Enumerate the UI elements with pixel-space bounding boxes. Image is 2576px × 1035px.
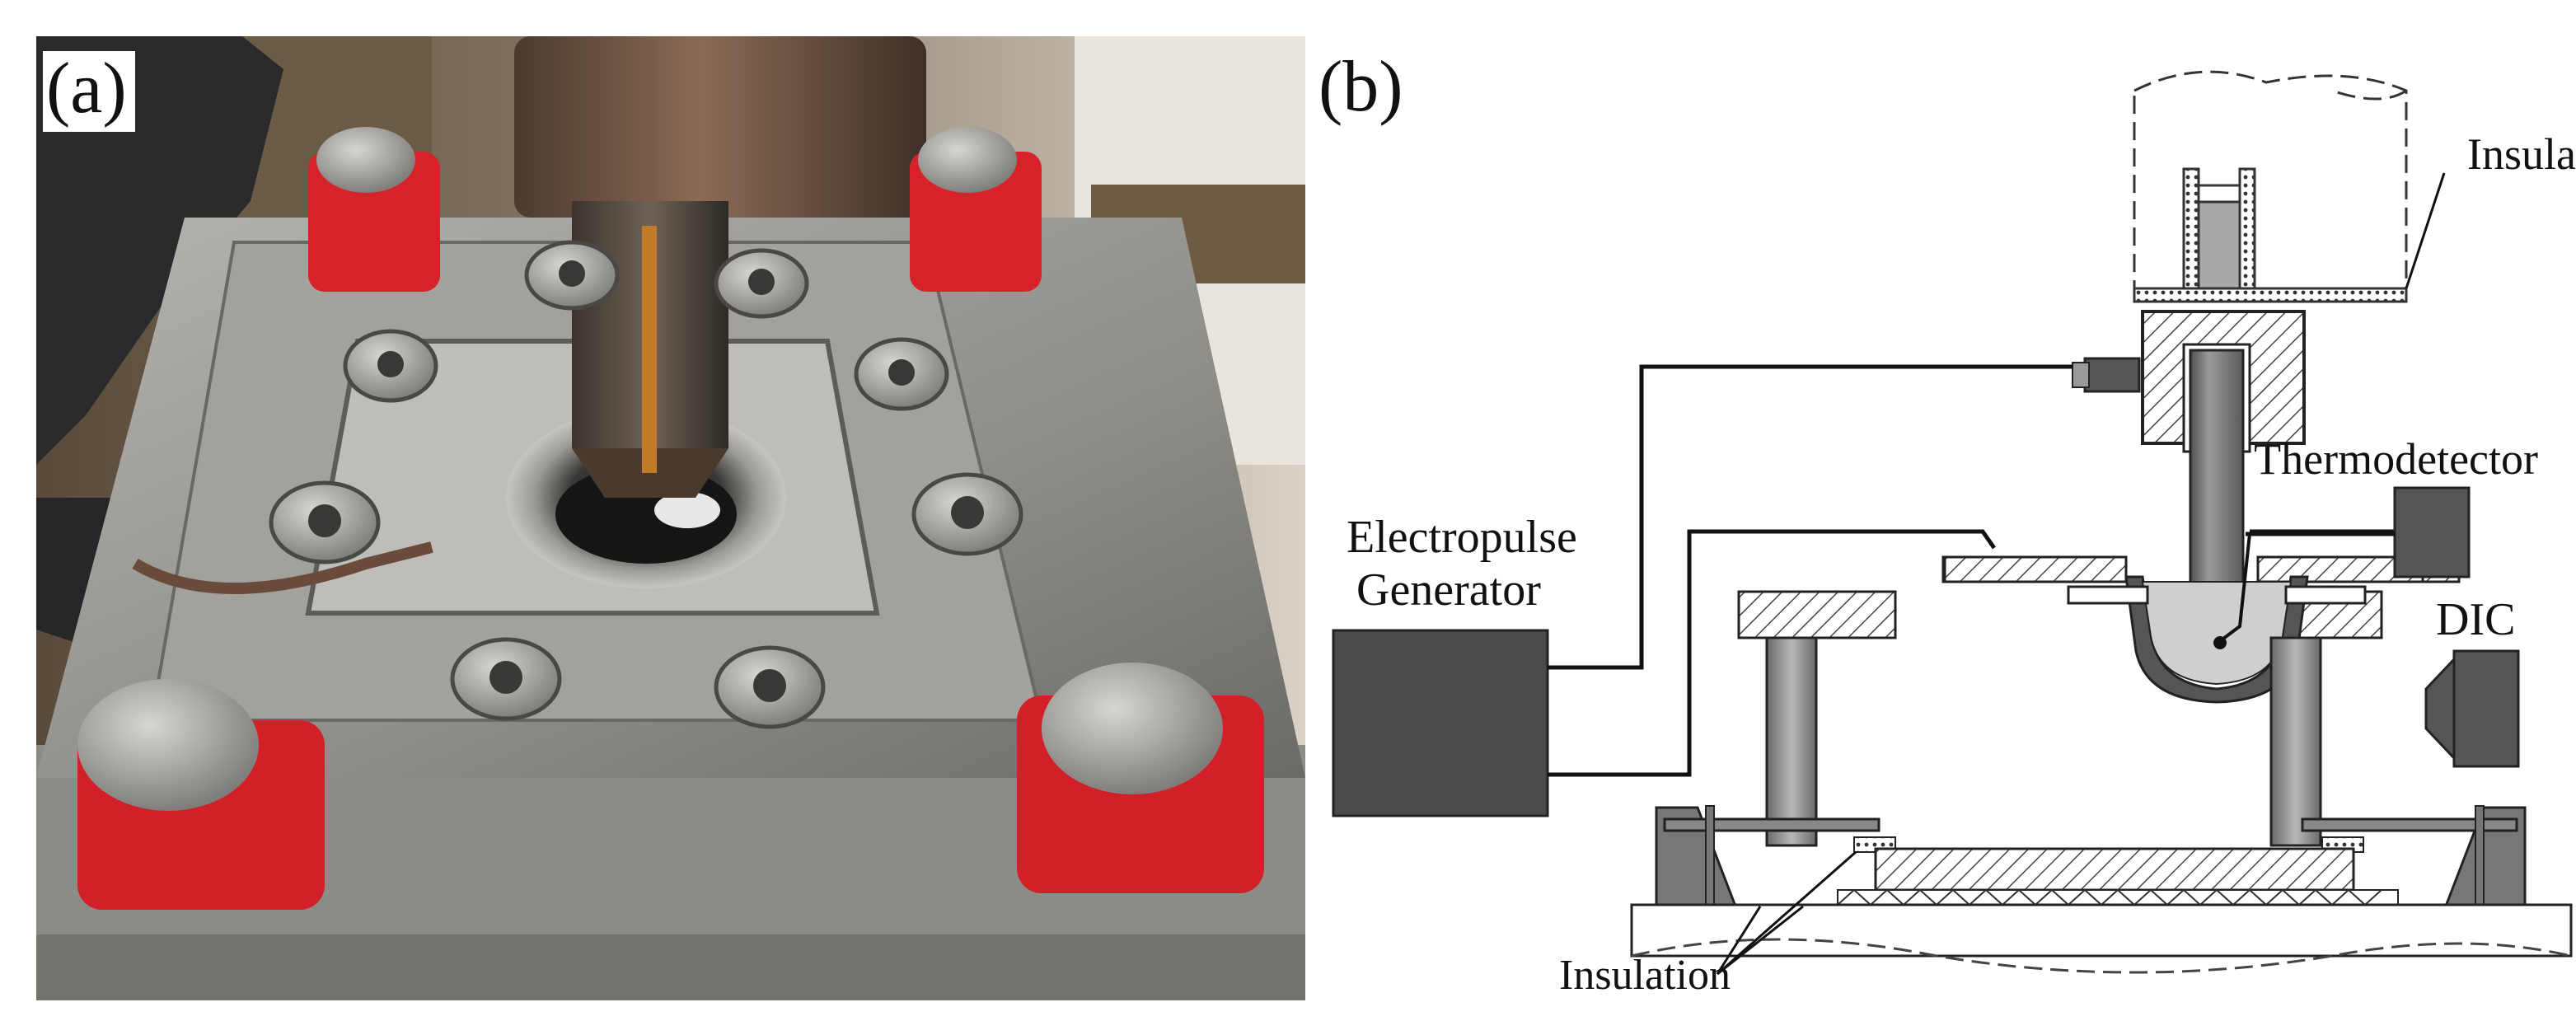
schematic-diagram: Insulation Thermodetector Electropulse G… [1332, 70, 2576, 999]
corner-nut-top-left [308, 127, 440, 292]
corner-nut-bottom-left [77, 679, 325, 910]
label-electropulse-line2: Generator [1356, 564, 1541, 616]
photo-panel [36, 36, 1305, 1000]
label-electropulse-line1: Electropulse [1347, 512, 1577, 563]
label-insulation-bottom: Insulation [1559, 952, 1731, 999]
ram-outline [2133, 70, 2408, 290]
thermodetector-box [2393, 486, 2471, 578]
corner-nut-top-right [910, 127, 1042, 292]
label-dic: DIC [2436, 594, 2515, 645]
panel-label-a: (a) [43, 51, 135, 132]
die-setup-photo [36, 36, 1305, 1000]
generator-box [1332, 629, 1549, 817]
dic-camera-icon [2424, 649, 2520, 768]
corner-nut-bottom-right [1017, 663, 1264, 893]
label-insulation-top: Insulation [2467, 129, 2576, 179]
diagram-panel: Insulation Thermodetector Electropulse G… [1310, 0, 2576, 1031]
label-thermodetector: Thermodetector [2254, 434, 2538, 484]
panel-label-b: (b) [1318, 47, 1403, 127]
